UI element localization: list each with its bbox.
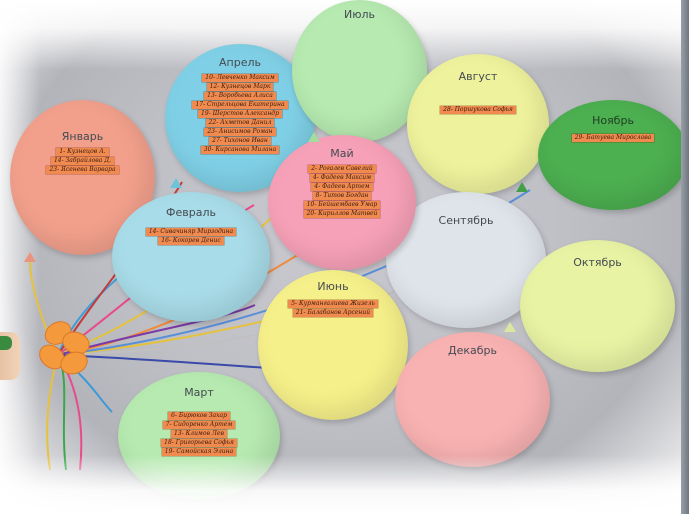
name-tag: 7- Сидоренко Артем xyxy=(162,421,236,429)
name-tag: 14- Сивачиняр Мирзодина xyxy=(145,228,237,236)
balloon-knot xyxy=(516,182,528,192)
balloon-knot xyxy=(170,178,182,188)
name-tag: 21- Балабанов Арсений xyxy=(292,309,374,317)
wall-highlight-bottom xyxy=(0,455,689,514)
month-label: Сентябрь xyxy=(438,214,494,227)
balloon-june: Июнь 5- Курмангалиева Жизель 21- Балабан… xyxy=(258,270,408,420)
name-tag: 6- Бирюков Захар xyxy=(168,412,230,420)
month-label: Февраль xyxy=(166,206,216,219)
name-tag: 27- Тихонов Иван xyxy=(209,137,271,145)
name-tag: 30- Кирсанова Милана xyxy=(200,146,280,154)
balloon-july: Июль xyxy=(292,0,427,142)
name-tag: 13- Воробьева Алиса xyxy=(204,92,276,100)
month-label: Май xyxy=(330,147,354,160)
name-tag: 4- Фадеев Максим xyxy=(309,174,375,182)
name-tag: 16- Кокорев Денис xyxy=(158,237,224,245)
month-label: Январь xyxy=(61,130,104,143)
month-label: Декабрь xyxy=(448,344,497,357)
name-tag: 23- Ясенева Варвара xyxy=(46,166,119,174)
name-tag: 5- Курмангалиева Жизель xyxy=(288,300,378,308)
balloon-knot xyxy=(504,322,516,332)
names-list: 28- Поршукова Софья xyxy=(407,106,549,114)
name-tag: 22- Ахметов Данил xyxy=(205,119,275,127)
name-tag: 28- Поршукова Софья xyxy=(440,106,516,114)
month-label: Ноябрь xyxy=(592,114,634,127)
month-label: Июнь xyxy=(317,280,349,293)
balloon-may: Май 2- Рогалев Савелий 4- Фадеев Максим … xyxy=(268,135,416,270)
child-sleeve xyxy=(0,336,12,350)
balloon-november: Ноябрь 29- Батуева Мирослава xyxy=(538,100,688,210)
month-label: Октябрь xyxy=(573,256,622,269)
name-tag: 14- Забрайлова Д. xyxy=(50,157,115,165)
name-tag: 13- Климов Лев xyxy=(171,430,227,438)
balloon-december: Декабрь xyxy=(395,332,550,467)
names-list: 2- Рогалев Савелий 4- Фадеев Максим 4- Ф… xyxy=(268,165,416,218)
ribbon-bow xyxy=(34,316,94,379)
month-label: Август xyxy=(458,70,498,83)
name-tag: 18- Григорьева Софья xyxy=(161,439,237,447)
right-frame-edge xyxy=(681,0,689,514)
name-tag: 17- Стрельцова Екатерина xyxy=(192,101,288,109)
names-list: 29- Батуева Мирослава xyxy=(538,134,688,142)
name-tag: 20- Кириллов Матвей xyxy=(303,210,381,218)
name-tag: 4- Фадеев Артем xyxy=(311,183,373,191)
name-tag: 8- Титов Богдан xyxy=(312,192,372,200)
name-tag: 19- Шерстов Александр xyxy=(198,110,282,118)
name-tag: 10- Левченко Максим xyxy=(202,74,278,82)
month-label: Апрель xyxy=(219,56,261,69)
balloon-august: Август 28- Поршукова Софья xyxy=(407,54,549,194)
month-label: Июль xyxy=(343,8,375,21)
names-list: 10- Левченко Максим 12- Кузнецов Марк 13… xyxy=(165,74,315,154)
names-list: 6- Бирюков Захар 7- Сидоренко Артем 13- … xyxy=(118,412,280,456)
name-tag: 10- Бейшембаев Умар xyxy=(303,201,381,209)
month-label: Март xyxy=(184,386,214,399)
balloon-february: Февраль 14- Сивачиняр Мирзодина 16- Коко… xyxy=(112,192,270,322)
balloon-october: Октябрь xyxy=(520,240,675,372)
name-tag: 23- Анисимов Роман xyxy=(204,128,276,136)
balloon-knot xyxy=(24,252,36,262)
name-tag: 19- Самойская Элина xyxy=(161,448,237,456)
name-tag: 2- Рогалев Савелий xyxy=(308,165,376,173)
balloon-knot xyxy=(308,132,320,142)
name-tag: 12- Кузнецов Марк xyxy=(206,83,274,91)
names-list: 1- Кузнецов А. 14- Забрайлова Д. 23- Ясе… xyxy=(10,148,155,174)
name-tag: 29- Батуева Мирослава xyxy=(571,134,655,142)
names-list: 5- Курмангалиева Жизель 21- Балабанов Ар… xyxy=(258,300,408,317)
name-tag: 1- Кузнецов А. xyxy=(56,148,109,156)
names-list: 14- Сивачиняр Мирзодина 16- Кокорев Дени… xyxy=(112,228,270,245)
